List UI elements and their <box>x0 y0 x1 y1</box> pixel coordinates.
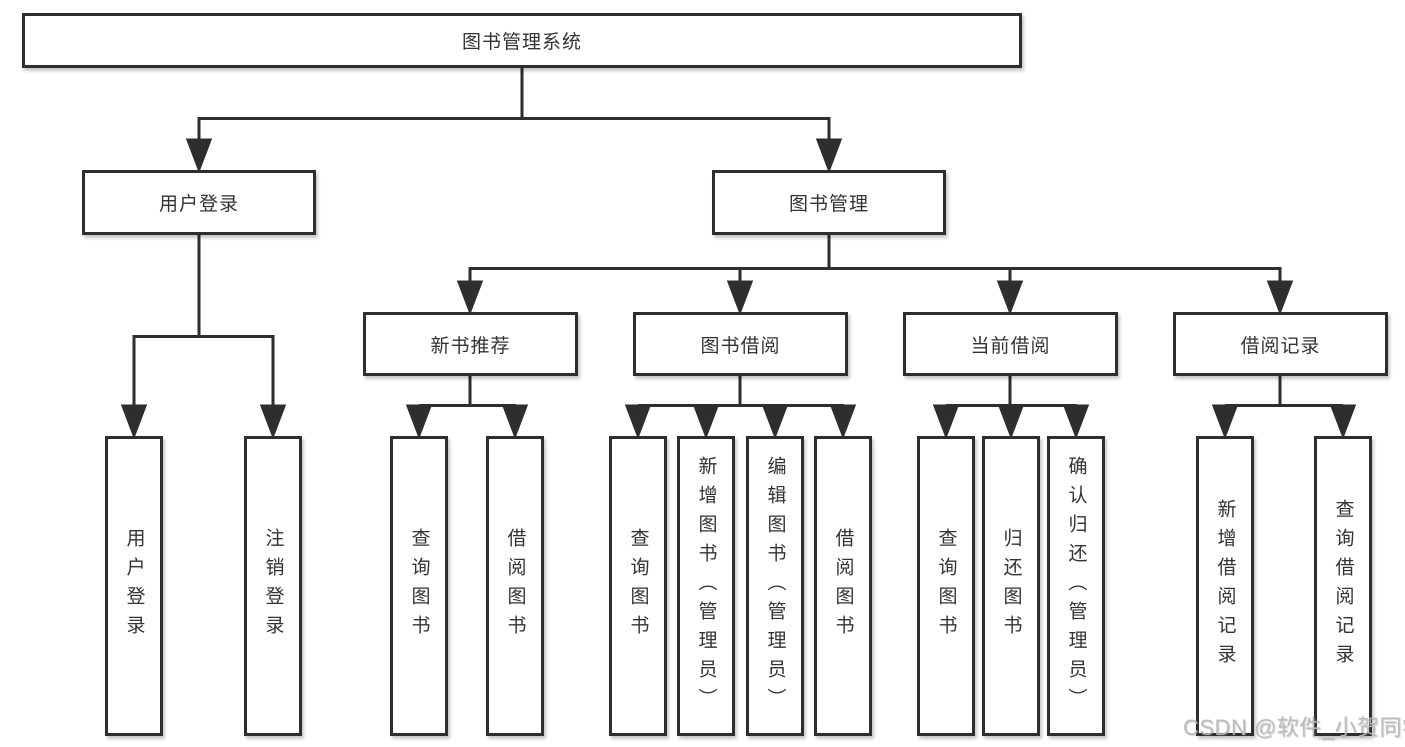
leaf-confirm-return-admin: 确认归还（管理员） <box>1047 436 1105 736</box>
connector-book-borrow-to-leaves <box>624 376 857 440</box>
node-new-book-recommend-label: 新书推荐 <box>430 335 511 357</box>
connector-book-management-to-level3 <box>456 235 1294 316</box>
connector-user-login-to-leaves <box>120 235 287 440</box>
leaf-return-books: 归还图书 <box>982 436 1040 736</box>
node-root: 图书管理系统 <box>22 13 1022 68</box>
node-root-label: 图书管理系统 <box>461 32 582 53</box>
node-book-borrow: 图书借阅 <box>633 312 848 376</box>
leaf-add-borrow-record: 新增借阅记录 <box>1196 436 1254 736</box>
node-borrow-records: 借阅记录 <box>1173 312 1388 376</box>
node-book-borrow-label: 图书借阅 <box>700 335 781 357</box>
leaf-edit-book-admin: 编辑图书（管理员） <box>746 436 804 736</box>
leaf-user-login: 用户登录 <box>105 436 163 736</box>
leaf-query-books-current: 查询图书 <box>917 436 975 736</box>
leaf-borrow-books-label: 借阅图书 <box>832 528 854 644</box>
leaf-logout: 注销登录 <box>244 436 302 736</box>
leaf-query-borrow-record-label: 查询借阅记录 <box>1332 499 1354 673</box>
leaf-borrow-books-new: 借阅图书 <box>486 436 544 736</box>
leaf-logout-label: 注销登录 <box>262 528 284 644</box>
node-book-management-label: 图书管理 <box>788 194 869 215</box>
leaf-query-books-new-label: 查询图书 <box>408 528 430 644</box>
leaf-query-books-current-label: 查询图书 <box>935 528 957 644</box>
leaf-query-borrow-record: 查询借阅记录 <box>1314 436 1372 736</box>
leaf-confirm-return-admin-label: 确认归还（管理员） <box>1065 455 1087 717</box>
leaf-add-book-admin: 新增图书（管理员） <box>677 436 735 736</box>
node-new-book-recommend: 新书推荐 <box>363 312 578 376</box>
leaf-borrow-books-new-label: 借阅图书 <box>504 528 526 644</box>
leaf-query-books-new: 查询图书 <box>390 436 448 736</box>
node-user-login-label: 用户登录 <box>158 194 239 215</box>
connector-current-borrow-to-leaves <box>932 376 1090 440</box>
node-book-management: 图书管理 <box>712 170 946 235</box>
leaf-borrow-books: 借阅图书 <box>814 436 872 736</box>
node-current-borrow-label: 当前借阅 <box>970 335 1051 357</box>
leaf-return-books-label: 归还图书 <box>1000 528 1022 644</box>
node-borrow-records-label: 借阅记录 <box>1240 335 1321 357</box>
leaf-query-books-borrow: 查询图书 <box>609 436 667 736</box>
leaf-add-borrow-record-label: 新增借阅记录 <box>1214 499 1236 673</box>
csdn-watermark: CSDN @软件_小贺同学 <box>1183 715 1405 740</box>
connector-root-to-level2 <box>185 68 843 174</box>
leaf-edit-book-admin-label: 编辑图书（管理员） <box>764 455 786 717</box>
leaf-query-books-borrow-label: 查询图书 <box>627 528 649 644</box>
node-current-borrow: 当前借阅 <box>903 312 1118 376</box>
leaf-add-book-admin-label: 新增图书（管理员） <box>695 455 717 717</box>
connector-borrow-records-to-leaves <box>1211 376 1357 440</box>
connector-new-book-to-leaves <box>405 376 529 440</box>
leaf-user-login-label: 用户登录 <box>123 528 145 644</box>
node-user-login: 用户登录 <box>82 170 316 235</box>
